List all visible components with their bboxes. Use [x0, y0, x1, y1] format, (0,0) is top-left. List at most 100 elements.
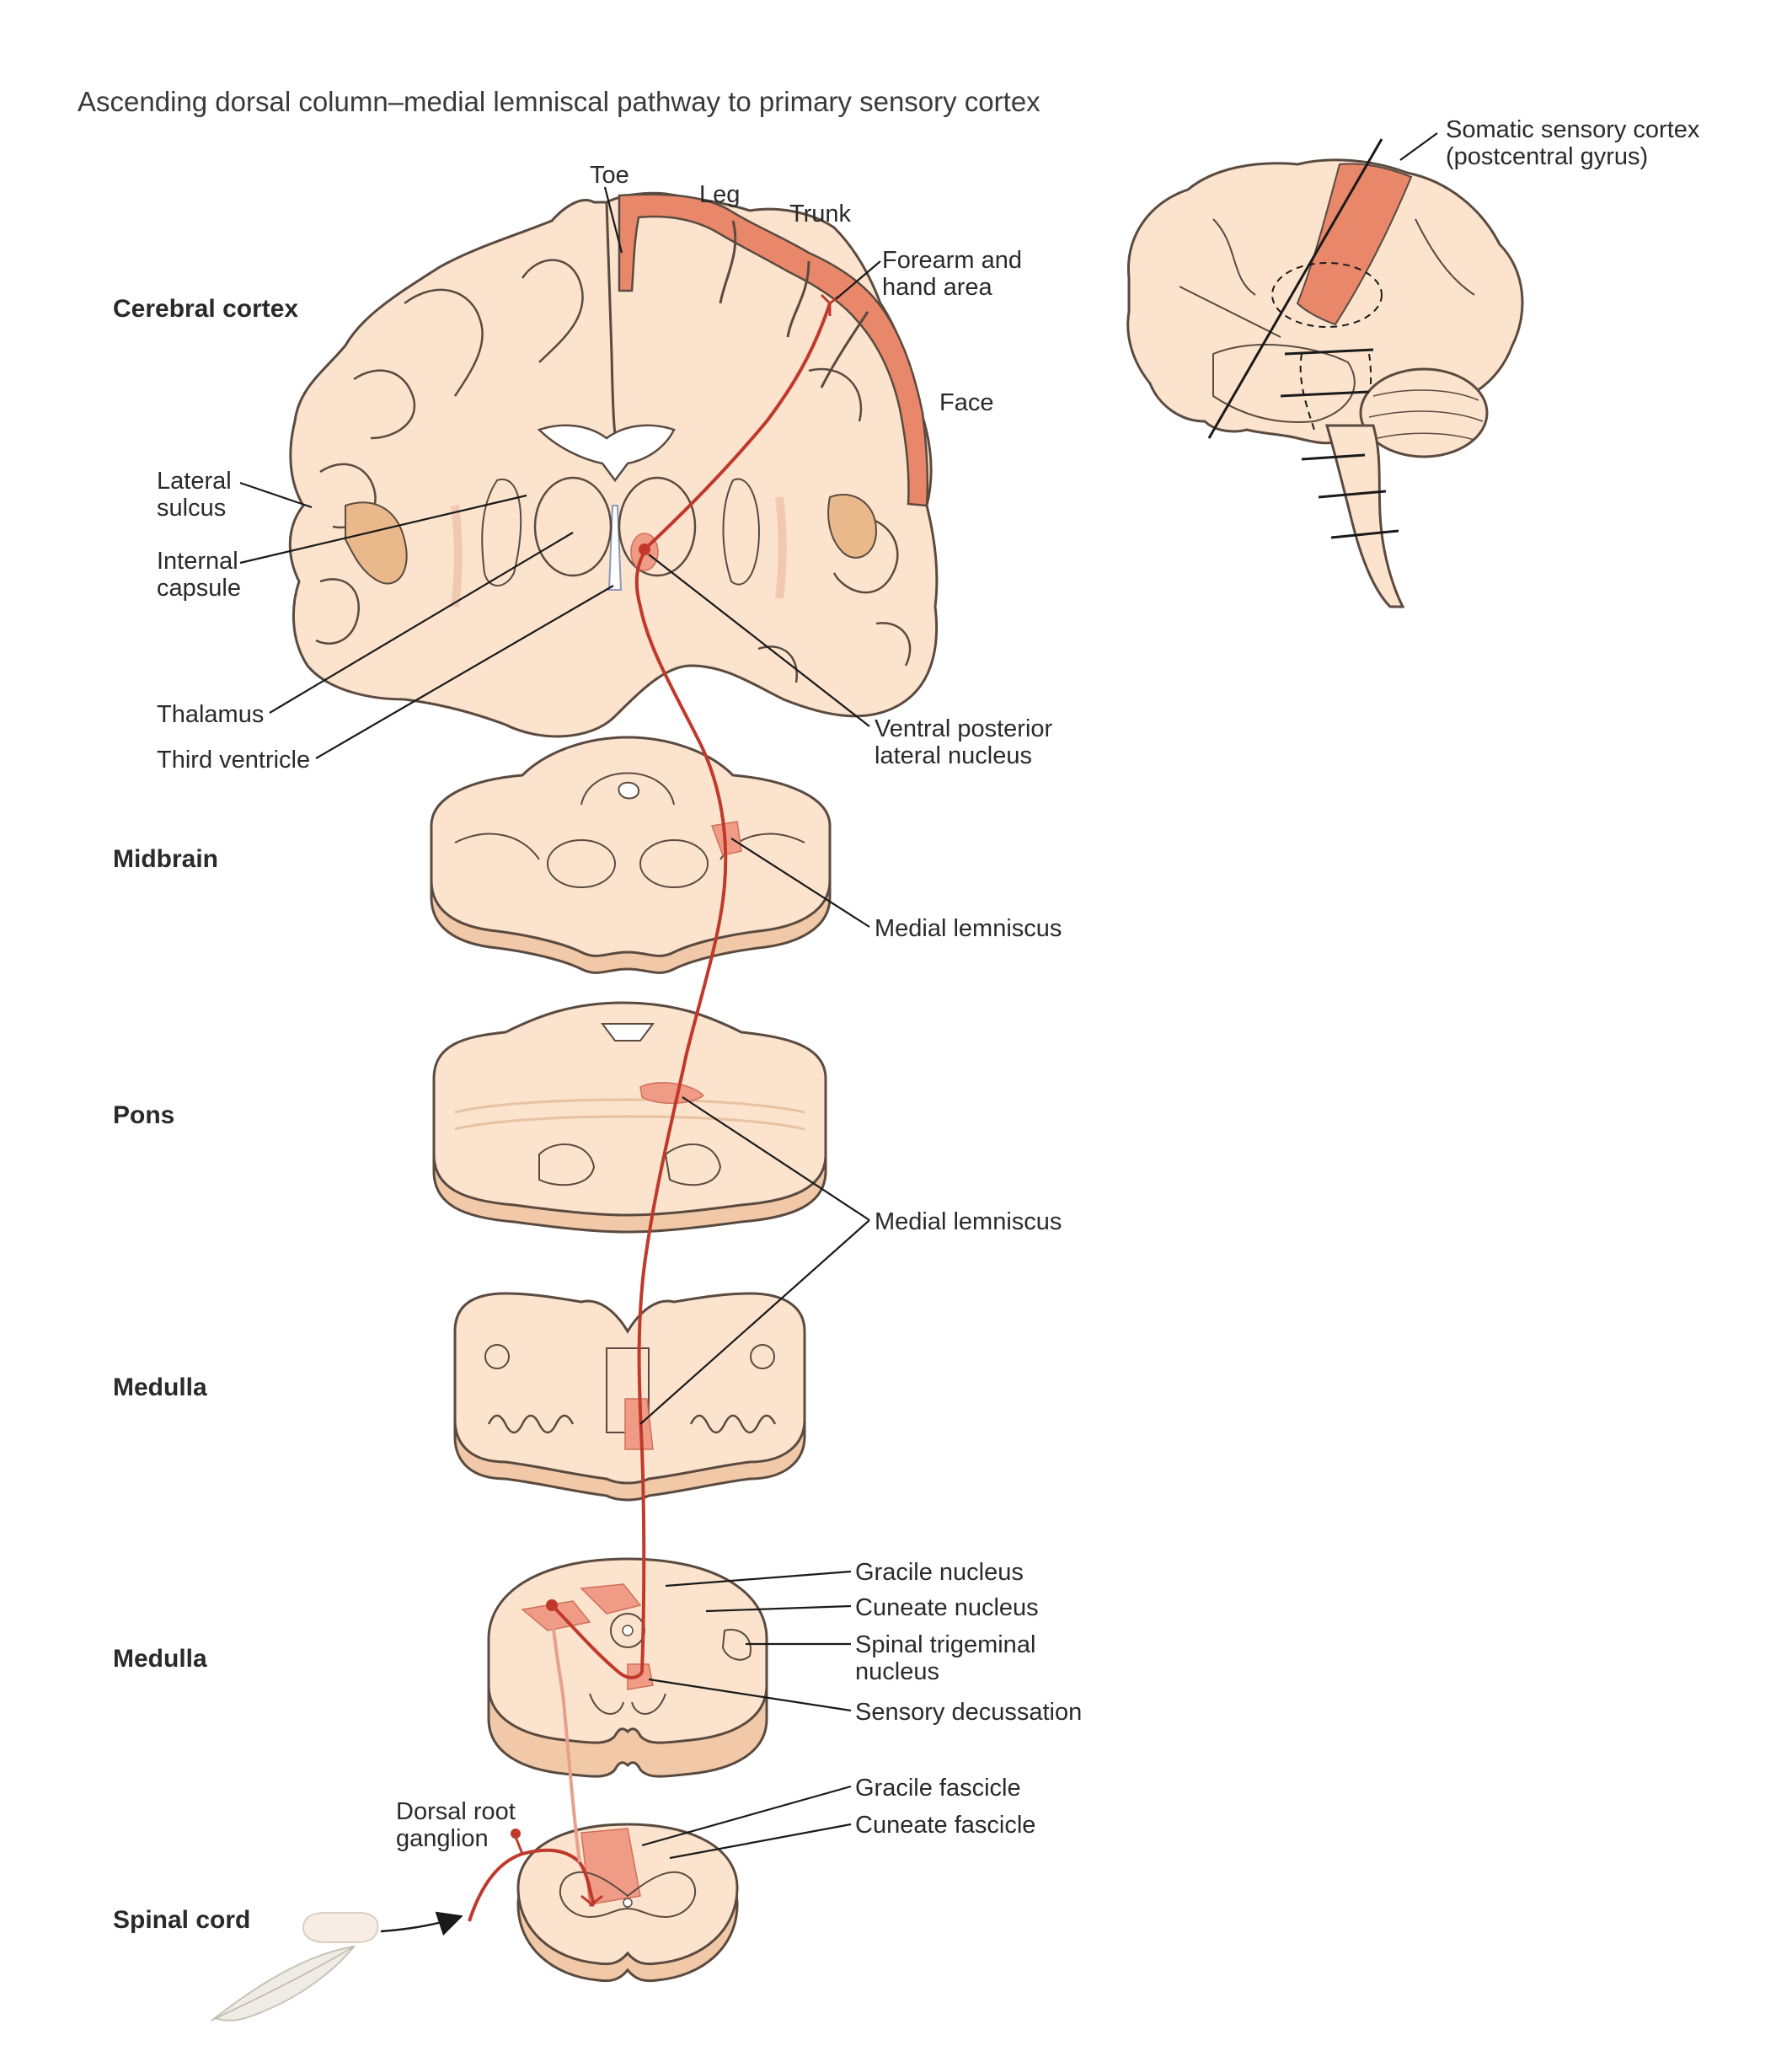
pontine-nuclei — [538, 1143, 596, 1186]
leader-forearm — [835, 260, 881, 300]
third-ventricle — [607, 505, 623, 591]
gyrus-fold — [808, 367, 863, 422]
gracile-nucleus-shape — [580, 1583, 642, 1615]
label-toe: Toe — [590, 162, 629, 189]
thalamus-dashed — [1271, 262, 1383, 328]
leader-third-ventricle — [315, 585, 614, 759]
lateral-ventricles — [537, 424, 676, 483]
label-somatic-sensory-cortex: Somatic sensory cortex (postcentral gyru… — [1446, 116, 1699, 170]
label-internal-capsule-line2: capsule — [157, 575, 241, 602]
level-midbrain: Midbrain — [113, 845, 218, 873]
gyrus-fold — [404, 288, 484, 397]
label-gracile-fascicle: Gracile fascicle — [855, 1775, 1021, 1802]
section-line-pons — [1280, 390, 1370, 398]
medulla-upper-section — [453, 1292, 806, 1502]
feather-shaft — [210, 1946, 355, 2021]
postcentral-sulcus — [820, 311, 869, 388]
cerebral-aqueduct — [618, 781, 639, 800]
leader-lateral-sulcus — [239, 481, 313, 509]
label-vpl-line2: lateral nucleus — [875, 742, 1032, 769]
dorsal-column-fiber — [550, 1604, 581, 1863]
label-drg-line2: ganglion — [396, 1825, 489, 1852]
label-vpl-nucleus: Ventral posterior lateral nucleus — [875, 715, 1052, 769]
label-leg: Leg — [699, 181, 741, 208]
inferior-olive-marker — [484, 1344, 510, 1369]
label-vpl-line1: Ventral posterior — [875, 715, 1053, 742]
medial-lemniscus-fiber — [634, 550, 728, 1673]
medulla-lower-section — [487, 1557, 768, 1778]
figure-title: Ascending dorsal column–medial lemniscal… — [78, 86, 1040, 117]
section-line-medulla-upper — [1301, 453, 1366, 461]
somatosensory-strip — [618, 193, 929, 507]
spinal-cord-section — [516, 1823, 739, 1983]
leader-gracile-nucleus — [665, 1570, 852, 1588]
finger-icon — [302, 1912, 379, 1943]
putamen-left — [481, 478, 522, 586]
periaqueductal-gray — [580, 772, 675, 806]
label-spinal-trigeminal: Spinal trigeminal nucleus — [855, 1631, 1035, 1685]
label-gracile-nucleus: Gracile nucleus — [855, 1559, 1024, 1586]
leader-lines — [239, 132, 1438, 1860]
thalamus-left — [533, 476, 612, 577]
internal-arcuate-fiber — [550, 1604, 644, 1679]
section-line-spinal — [1330, 529, 1399, 539]
gyrus-fold — [875, 622, 912, 667]
label-internal-capsule: Internal capsule — [157, 548, 241, 602]
label-spinal-trigeminal-line2: nucleus — [855, 1658, 939, 1685]
label-internal-capsule-line1: Internal — [157, 548, 238, 575]
pathway-fibers — [468, 293, 839, 1922]
label-forearm-hand: Forearm and hand area — [882, 247, 1022, 301]
label-somatic-line2: (postcentral gyrus) — [1446, 143, 1649, 170]
label-sensory-decussation: Sensory decussation — [855, 1699, 1083, 1726]
postcentral-sulcus — [786, 260, 810, 338]
label-cuneate-nucleus: Cuneate nucleus — [855, 1594, 1039, 1621]
insula-region — [345, 501, 408, 585]
section-line-midbrain — [1284, 348, 1374, 356]
leader-internal-capsule — [239, 494, 527, 565]
label-medial-lemniscus-midbrain: Medial lemniscus — [875, 915, 1062, 942]
label-medial-lemniscus-pons: Medial lemniscus — [875, 1208, 1062, 1235]
drg-stem — [514, 1836, 524, 1855]
medulla-upper-outline — [453, 1292, 806, 1485]
brain-postcentral-strip — [1296, 163, 1413, 326]
leader-somatic-cortex — [1399, 132, 1438, 161]
red-nucleus-right — [639, 839, 709, 888]
pontine-nuclei — [664, 1143, 722, 1186]
leader-gracile-fascicle — [641, 1785, 852, 1847]
label-thalamus: Thalamus — [157, 701, 265, 728]
leader-cuneate-nucleus — [705, 1604, 852, 1613]
transverse-fibers — [454, 1115, 805, 1131]
insula-region — [827, 493, 878, 559]
leader-thalamus — [269, 532, 574, 714]
postcentral-sulcus — [719, 220, 737, 304]
transverse-fibers — [454, 1098, 805, 1114]
gyrus-fold — [315, 578, 361, 645]
gyrus-fold — [521, 259, 584, 363]
section-line-cortex — [1207, 138, 1383, 439]
level-cerebral-cortex: Cerebral cortex — [113, 295, 299, 323]
lateral-brain-view — [1126, 138, 1524, 608]
label-lateral-sulcus-line2: sulcus — [157, 495, 227, 522]
level-medulla-lower: Medulla — [113, 1645, 207, 1673]
medial-lemniscus-midbrain — [710, 821, 742, 856]
label-trunk: Trunk — [789, 201, 852, 228]
level-medulla-upper: Medulla — [113, 1374, 207, 1401]
gyrus-fold — [353, 369, 416, 440]
spinal-trigeminal-shape — [721, 1629, 752, 1661]
pons-outline — [432, 1001, 827, 1217]
brain-sulcus — [1415, 218, 1475, 296]
central-canal-lumen — [622, 1625, 634, 1636]
label-dorsal-root-ganglion: Dorsal root ganglion — [396, 1798, 516, 1852]
fourth-ventricle — [601, 1023, 655, 1042]
label-lateral-sulcus-line1: Lateral — [157, 468, 232, 495]
label-cuneate-fascicle: Cuneate fascicle — [855, 1812, 1036, 1839]
level-pons: Pons — [113, 1101, 175, 1129]
cerebral-peduncle — [454, 833, 540, 860]
brainstem — [1325, 424, 1405, 608]
medial-lemniscus-pons — [639, 1082, 705, 1104]
label-face: Face — [939, 389, 994, 416]
inferior-olive-marker — [750, 1344, 775, 1369]
inferior-olive-left — [487, 1414, 575, 1434]
putamen-right — [722, 478, 760, 586]
